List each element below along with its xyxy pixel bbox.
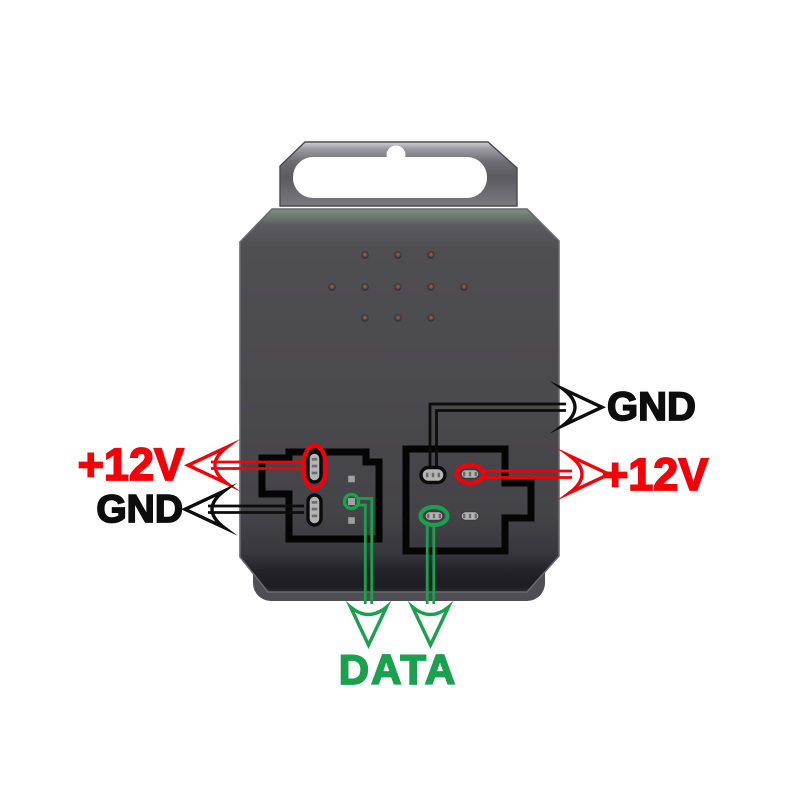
right-power-arrowhead [556, 447, 614, 501]
left-aux-contact [348, 475, 355, 483]
left-ground-callout [180, 482, 304, 536]
right-ground-wire [428, 402, 566, 466]
right-power-label: +12V [602, 449, 708, 500]
right-power-callout [454, 447, 614, 501]
vent-hole [460, 283, 468, 291]
left-connector [258, 448, 383, 543]
left-power-wire [211, 460, 303, 470]
vent-hole [427, 251, 435, 259]
mounting-tab [279, 141, 518, 207]
vent-hole [427, 283, 435, 291]
vent-holes [328, 251, 468, 322]
left-data-arrowhead [345, 600, 392, 649]
right-connector [402, 445, 535, 555]
right-ground-label: GND [607, 385, 696, 429]
left-power-arrowhead [183, 438, 241, 492]
right-data-wire [425, 524, 436, 604]
left-power-callout [183, 438, 329, 492]
left-power-label: +12V [78, 439, 184, 490]
right-power-wire [483, 469, 572, 479]
vent-hole [328, 283, 336, 291]
vent-hole [427, 314, 435, 322]
right-data-arrowhead [407, 600, 454, 649]
data-callout [342, 492, 454, 649]
left-connector-outline [258, 448, 383, 543]
left-data-pin-ring [342, 492, 361, 511]
right-ground-callout [428, 380, 607, 466]
left-data-pin [348, 498, 355, 505]
left-power-pin-ring [300, 443, 329, 491]
vent-hole [394, 314, 402, 322]
vent-hole [361, 283, 369, 291]
right-connector-outline [402, 445, 535, 555]
left-data-wire [359, 497, 374, 604]
left-ground-label: GND [96, 488, 183, 531]
vent-hole [361, 314, 369, 322]
vent-hole [394, 251, 402, 259]
left-aux-contact [348, 517, 355, 524]
left-ground-wire [208, 504, 304, 514]
vent-hole [394, 283, 402, 291]
data-label: DATA [339, 646, 457, 693]
vent-hole [361, 251, 369, 259]
left-ground-arrowhead [180, 482, 238, 536]
right-ground-arrowhead [549, 380, 607, 434]
right-power-pin-ring [454, 462, 486, 486]
mounting-tab-notch [386, 145, 406, 165]
mounting-tab-slot [293, 157, 487, 198]
